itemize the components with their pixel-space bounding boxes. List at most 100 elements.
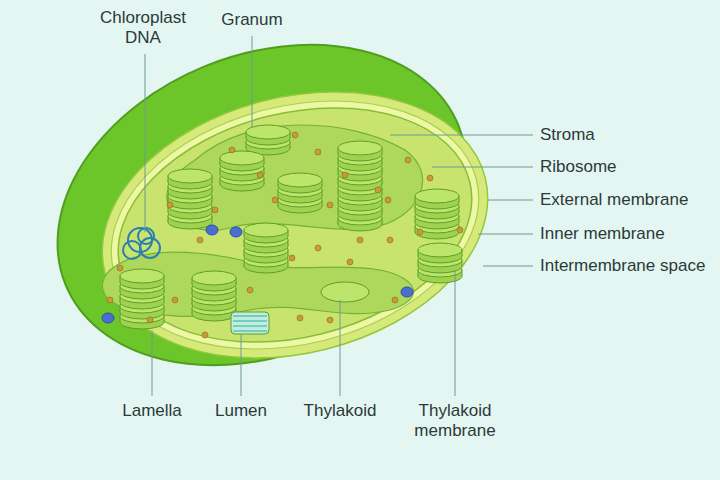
dna-loop [123,241,141,259]
dna-loop [138,228,154,244]
leader-line [145,54,146,232]
ribosome-dot [385,197,391,203]
disk-top [418,243,462,257]
disk-top [220,151,264,165]
lamella-network [102,125,422,316]
granum-stack [246,125,290,155]
ribosome-dot [315,245,321,251]
grana [120,125,462,329]
ribosome-dot [107,297,113,303]
part-label: Inner membrane [540,224,665,244]
stroma [93,73,496,377]
ribosome-dot [297,315,303,321]
thylakoid-disk [168,169,212,189]
dna-loop [140,238,160,258]
thylakoid-disk [278,173,322,193]
thylakoid-disk [415,189,459,209]
thylakoid-disk [192,271,236,291]
ribosome-dot [257,172,263,178]
granum-stack [415,189,459,239]
leader-line [252,36,253,128]
thylakoid [321,282,369,302]
lumen-stripe [233,330,267,332]
lumen-stripe [233,315,267,317]
part-label: Lumen [201,401,281,421]
ribosome-dot [272,197,278,203]
part-label: Thylakoid [290,401,390,421]
ribosome-dot [172,297,178,303]
granum-stack [168,169,212,229]
ribosome-dot [392,297,398,303]
disk-top [192,271,236,285]
ribosome-dot [197,237,203,243]
ribosome-dot [387,237,393,243]
granum-stack [338,141,382,231]
ribosome-dot [327,202,333,208]
leader-line [390,135,533,136]
organelle-details [102,132,463,338]
granum-stack [120,269,164,329]
part-label: Intermembrane space [540,256,705,276]
ribosome-dot [147,317,153,323]
ribosome-dot [405,157,411,163]
thylakoid-disk [220,151,264,171]
external-membrane [74,53,516,396]
starch-granule [206,225,218,235]
granum-stack [192,271,236,321]
starch-granule [102,313,114,323]
thylakoid-disk [120,269,164,289]
ribosome-dot [427,175,433,181]
lamella-membrane [167,125,423,230]
ribosome-dot [357,237,363,243]
ribosome-dot [347,259,353,265]
leader-line [483,266,533,267]
disk-top [278,173,322,187]
part-label: Lamella [107,401,197,421]
disk-top [338,141,382,155]
disk-top [244,223,288,237]
outer-shell [9,0,515,423]
disk-top [168,169,212,183]
leader-line [432,167,533,168]
part-label: Thylakoid membrane [400,401,510,441]
thylakoid-disk [244,223,288,243]
leader-line [455,270,456,396]
ribosome-dot [342,172,348,178]
ribosome-dot [289,255,295,261]
leader-line [241,334,242,396]
part-label: External membrane [540,190,688,210]
starch-granule [230,227,242,237]
starch-granule [401,287,413,297]
granum-stack [244,223,288,273]
disk-top [246,125,290,139]
lumen-stripe [233,320,267,322]
part-label: Stroma [540,125,595,145]
disk-top [415,189,459,203]
leader-line [478,234,533,235]
thylakoid-disk [418,243,462,263]
ribosome-dot [457,227,463,233]
disk-top [120,269,164,283]
chloroplast-body [9,0,516,423]
leader-lines [145,36,533,396]
lumen-section [231,312,269,334]
ribosome-dot [315,149,321,155]
thylakoid-disk [246,125,290,145]
lumen-stripe [233,325,267,327]
leader-line [488,200,533,201]
ribosome-dot [327,317,333,323]
ribosome-dot [247,287,253,293]
granum-stack [220,151,264,191]
leader-line [340,300,341,396]
part-label: Granum [207,10,297,30]
ribosome-dot [292,132,298,138]
ribosome-dot [212,207,218,213]
intermembrane-space [85,64,505,385]
ribosome-dot [417,229,423,235]
granum-stack [278,173,322,213]
ribosome-dot [167,202,173,208]
ribosome-dot [375,187,381,193]
ribosome-dot [229,147,235,153]
leader-line [152,330,153,396]
